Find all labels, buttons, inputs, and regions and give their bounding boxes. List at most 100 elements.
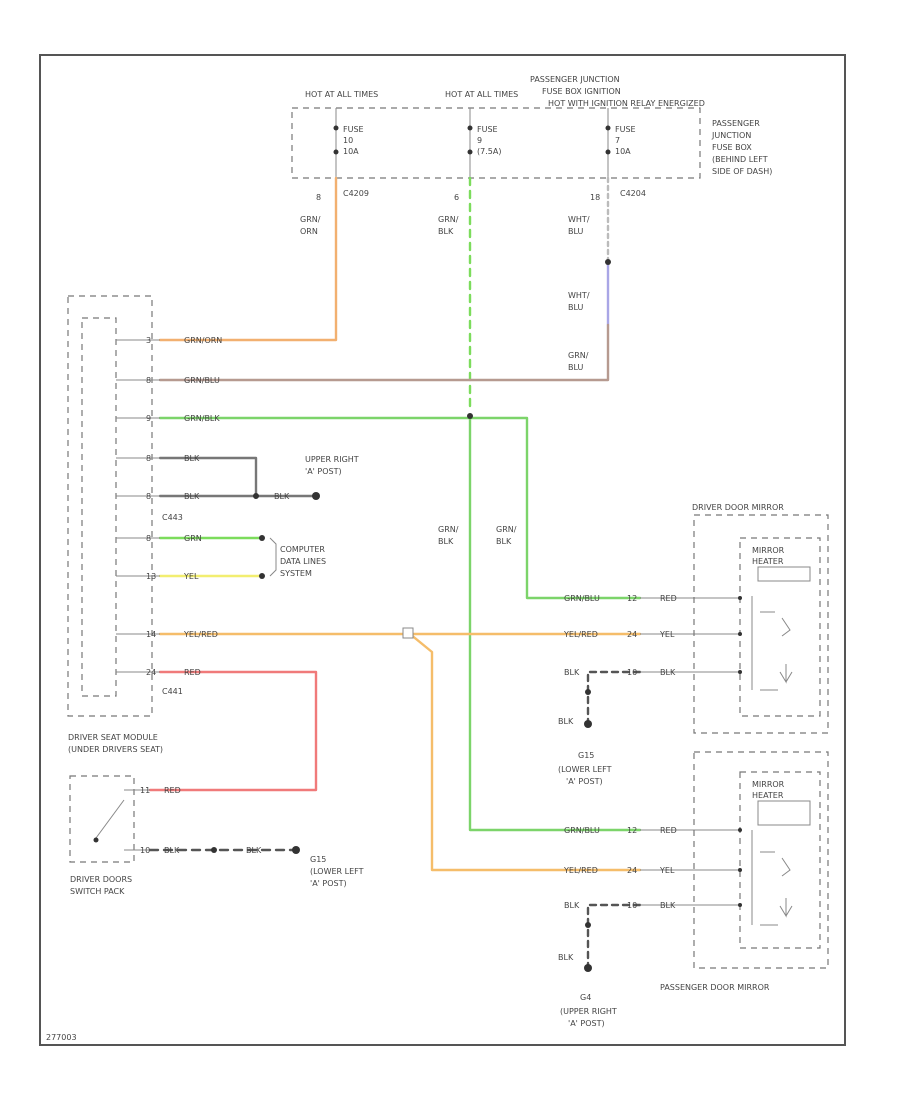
wire-label-wht-blu-b-2: BLU	[568, 303, 584, 312]
ground-4-point	[584, 964, 592, 972]
mirror-row-right-label: BLK	[660, 668, 676, 677]
driver-mirror-heater-2: HEATER	[752, 557, 784, 566]
switch-splice	[211, 847, 217, 853]
switch-pin-bottom: 10	[140, 846, 150, 855]
splice-grn-blk	[467, 413, 473, 419]
splice-yel-red	[402, 627, 414, 639]
mirror-row-right-label: YEL	[659, 630, 675, 639]
fuse-box-side-label-4: (BEHIND LEFT	[712, 155, 768, 164]
wire-label-grn-blu-2: BLU	[568, 363, 584, 372]
hot-label-2: HOT AT ALL TIMES	[445, 90, 518, 99]
connector-c4204: C4204	[620, 189, 646, 198]
hot-label-3: HOT WITH IGNITION RELAY ENERGIZED	[548, 99, 705, 108]
driver-mirror-outline	[693, 514, 829, 734]
mirror-row-right-label: BLK	[660, 901, 676, 910]
ground-1-wire: BLK	[274, 492, 290, 501]
fuse-1-name: FUSE	[343, 125, 364, 134]
ground-3-name: G15	[578, 751, 594, 760]
wire-label-mid-1a: GRN/	[438, 525, 459, 534]
mirror-row-terminal	[738, 868, 742, 872]
mirror-row-pin: 24	[627, 630, 637, 639]
driver-mirror-ground-splice	[585, 689, 591, 695]
splice-wht-blu	[605, 259, 611, 265]
module-pin-number: 13	[146, 572, 156, 581]
wire-label-grn-blk-1: GRN/	[438, 215, 459, 224]
fuse-3-number: 7	[615, 136, 620, 145]
module-pin-wire-label: GRN/BLK	[184, 414, 220, 423]
module-outline	[67, 295, 153, 717]
fuse-2-terminal-bottom	[467, 149, 473, 155]
data-terminal-yel	[259, 573, 265, 579]
passenger-mirror-title: PASSENGER DOOR MIRROR	[660, 983, 770, 992]
wire-label-wht-blu-1: WHT/	[568, 215, 590, 224]
ground-3-wire: BLK	[558, 717, 574, 726]
ground-3-label-2: 'A' POST)	[566, 777, 603, 786]
passenger-mirror-heater-1: MIRROR	[752, 780, 785, 789]
footer-code: 277003	[46, 1033, 77, 1042]
passenger-mirror-inner	[739, 771, 821, 949]
splice-blk	[253, 493, 259, 499]
module-pin-number: 3	[146, 336, 151, 345]
module-pin-wire-label: BLK	[184, 454, 200, 463]
mirror-row-left-label: YEL/RED	[563, 630, 598, 639]
wire-label-mid-1b: BLK	[438, 537, 454, 546]
mirror-row-right-label: RED	[660, 826, 677, 835]
fuse-box: HOT AT ALL TIMES HOT AT ALL TIMES PASSEN…	[291, 75, 772, 202]
module-pin-wire-label: GRN/ORN	[184, 336, 222, 345]
module-pin-number: 8	[146, 454, 151, 463]
module-pin-wire-label: GRN/BLU	[184, 376, 220, 385]
fuse-box-outline	[291, 107, 701, 179]
wire-blk-1	[158, 456, 258, 498]
module-pin-wire-label: GRN	[184, 534, 202, 543]
wire-label-grn-orn-2: ORN	[300, 227, 318, 236]
mirror-row-right-label: RED	[660, 594, 677, 603]
ground-4-label-2: 'A' POST)	[568, 1019, 605, 1028]
module-pin-number: 14	[146, 630, 156, 639]
fuse-1-terminal-top	[333, 125, 339, 131]
driver-mirror-heater-element	[757, 566, 811, 582]
wire-yel-red-pass	[408, 632, 642, 872]
fuse-1-amp: 10A	[343, 147, 359, 156]
passenger-mirror-motor-1	[760, 851, 791, 877]
driver-mirror-title: DRIVER DOOR MIRROR	[692, 503, 784, 512]
passenger-door-mirror: PASSENGER DOOR MIRROR MIRROR HEATER GRN/…	[563, 751, 829, 992]
connector-c4209: C4209	[343, 189, 369, 198]
wire-label-mid-2a: GRN/	[496, 525, 517, 534]
mirror-row-pin: 12	[627, 826, 637, 835]
module-pin-number: 8	[146, 492, 151, 501]
wire-grn-blk-main	[158, 416, 642, 600]
fuse-2-amp: (7.5A)	[477, 147, 501, 156]
wire-passenger-mirror-blk	[586, 903, 642, 970]
mirror-row-terminal	[738, 903, 742, 907]
mirror-row-pin: 24	[627, 866, 637, 875]
ground-upper-right-1: BLK UPPER RIGHT 'A' POST)	[274, 455, 359, 501]
module-label-1: DRIVER SEAT MODULE	[68, 733, 158, 742]
fuse-3-terminal-bottom	[605, 149, 611, 155]
ground-1-label-2: 'A' POST)	[305, 467, 342, 476]
diagram-frame	[39, 54, 846, 1046]
ground-4-name: G4	[580, 993, 591, 1002]
passenger-mirror-heater-element	[757, 800, 811, 826]
switch-contact	[95, 799, 125, 839]
module-pin-wire-label: YEL	[183, 572, 199, 581]
wires	[148, 176, 740, 970]
fuse-box-side-label-5: SIDE OF DASH)	[712, 167, 772, 176]
ground-4-wire: BLK	[558, 953, 574, 962]
fuse-3-amp: 10A	[615, 147, 631, 156]
driver-mirror-motor-2	[760, 664, 793, 691]
ground-1-label-1: UPPER RIGHT	[305, 455, 359, 464]
wire-driver-mirror-blk	[586, 670, 642, 722]
mirror-row-pin: 10	[627, 901, 637, 910]
wire-label-grn-orn-1: GRN/	[300, 215, 321, 224]
driver-mirror-heater-1: MIRROR	[752, 546, 785, 555]
wire-label-grn-blk-2: BLK	[438, 227, 454, 236]
module-connector-bottom: C441	[162, 687, 183, 696]
mirror-row-terminal	[738, 670, 742, 674]
module-label-2: (UNDER DRIVERS SEAT)	[68, 745, 163, 754]
switch-pin-top: 11	[140, 786, 150, 795]
fuse-1-terminal-bottom	[333, 149, 339, 155]
fuse-box-title-2: FUSE BOX IGNITION	[542, 87, 621, 96]
wire-red	[148, 670, 318, 792]
fuse-box-pin-3: 18	[590, 193, 600, 202]
